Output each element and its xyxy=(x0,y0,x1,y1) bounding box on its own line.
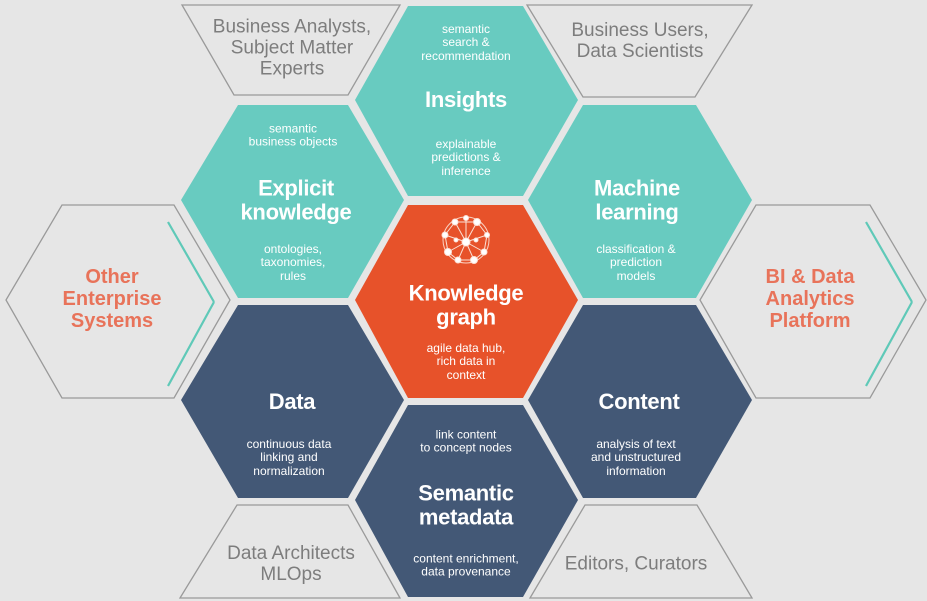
system-label-right: BI & Data Analytics Platform xyxy=(765,266,855,332)
machine-learning-title: Machine learning xyxy=(594,175,680,224)
semantic-metadata-top-text: link content to concept nodes xyxy=(420,427,512,455)
semantic-metadata-title: Semantic metadata xyxy=(418,480,514,529)
role-label-bottom-right: Editors, Curators xyxy=(564,553,708,575)
semantic-metadata-bottom-text: content enrichment, data provenance xyxy=(413,551,519,579)
explicit-knowledge-title: Explicit knowledge xyxy=(240,175,352,224)
hex-content[interactable] xyxy=(528,305,752,498)
insights-title: Insights xyxy=(425,87,507,113)
insights-top-text: semantic search & recommendation xyxy=(421,21,511,63)
hex-machine-learning[interactable] xyxy=(528,105,752,298)
content-title: Content xyxy=(598,389,680,415)
arrow-accent-left-bottom xyxy=(167,301,215,387)
data-title: Data xyxy=(268,389,316,415)
arrow-accent-right-top xyxy=(865,221,913,303)
machine-learning-bottom-text: classification & prediction models xyxy=(596,241,676,283)
role-label-bottom-left: Data Architects MLOps xyxy=(227,543,355,585)
hex-explicit-knowledge[interactable] xyxy=(181,105,404,298)
system-label-left: Other Enterprise Systems xyxy=(62,266,162,332)
insights-bottom-text: explainable predictions & inference xyxy=(431,136,501,178)
system-hex-right xyxy=(699,204,927,399)
role-label-top-right: Business Users, Data Scientists xyxy=(571,20,709,62)
role-hex-top-right xyxy=(525,4,754,98)
explicit-knowledge-bottom-text: ontologies, taxonomies, rules xyxy=(260,241,326,283)
hex-data[interactable] xyxy=(181,305,404,498)
knowledge-graph-title: Knowledge graph xyxy=(408,280,524,329)
arrow-accent-right-bottom xyxy=(865,301,913,387)
role-label-top-left: Business Analysts, Subject Matter Expert… xyxy=(212,16,372,80)
knowledge-graph-bottom-text: agile data hub, rich data in context xyxy=(426,340,506,382)
data-bottom-text: continuous data linking and normalizatio… xyxy=(246,436,332,478)
role-hex-bottom-right xyxy=(528,504,754,599)
network-graph-icon xyxy=(441,215,490,264)
hex-insights[interactable] xyxy=(355,6,578,196)
hex-semantic-metadata[interactable] xyxy=(355,405,578,597)
arrow-accent-left-top xyxy=(167,221,215,303)
system-hex-left xyxy=(5,204,231,399)
role-hex-top-left xyxy=(180,4,402,96)
content-bottom-text: analysis of text and unstructured inform… xyxy=(590,436,682,478)
explicit-knowledge-top-text: semantic business objects xyxy=(248,121,338,149)
hex-knowledge-graph[interactable] xyxy=(355,205,578,398)
role-hex-bottom-left xyxy=(178,504,402,599)
